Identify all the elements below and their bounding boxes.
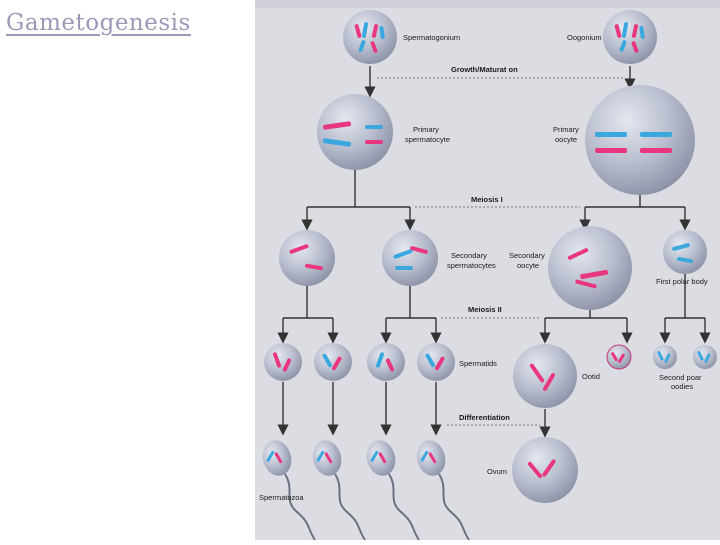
second-polar-body-cell-2 (693, 345, 717, 369)
gametogenesis-figure: Spermatogonium Oogonium Growth/Maturat o… (255, 0, 720, 541)
label-ovum: Ovum (487, 467, 507, 476)
second-polar-body-cell-1 (653, 345, 677, 369)
primary-oocyte-cell (585, 85, 695, 195)
label-spermatozoa: Spermatozoa (259, 493, 304, 502)
ovum-cell (512, 437, 578, 503)
spermatid-cell-3 (367, 343, 405, 381)
spermatozoon-3 (366, 440, 420, 541)
label-spermatids: Spermatids (459, 359, 497, 368)
spermatid-cell-4 (417, 343, 455, 381)
spermatogonium-cell (343, 10, 397, 64)
label-secondary-spermatocytes-2: spermatocytes (447, 261, 496, 270)
label-secondary-spermatocytes-1: Secondary (451, 251, 487, 260)
gametogenesis-diagram: Spermatogonium Oogonium Growth/Maturat o… (255, 0, 720, 541)
stage-growth: Growth/Maturat on (451, 65, 518, 74)
stage-meiosis-1: Meiosis I (471, 195, 503, 204)
spermatozoon-4 (416, 440, 470, 541)
stage-meiosis-2: Meiosis II (468, 305, 502, 314)
label-primary-oocyte-2: oocyte (555, 135, 577, 144)
stage-differentiation: Differentiation (459, 413, 510, 422)
label-second-polar-bodies-2: oodies (671, 382, 693, 391)
small-polar-body-cell (606, 344, 632, 370)
oogonium-cell (603, 10, 657, 64)
label-ootid: Ootid (582, 372, 600, 381)
label-primary-spermatocyte-2: spermatocyte (405, 135, 450, 144)
spermatozoon-1 (262, 440, 316, 541)
label-primary-spermatocyte-1: Primary (413, 125, 439, 134)
label-primary-oocyte-1: Primary (553, 125, 579, 134)
label-first-polar-body: First polar body (656, 277, 708, 286)
spermatid-cell-2 (314, 343, 352, 381)
secondary-spermatocyte-cell-1 (279, 230, 335, 286)
spermatozoon-2 (312, 440, 366, 541)
secondary-oocyte-cell (548, 226, 632, 310)
secondary-spermatocyte-cell-2 (382, 230, 438, 286)
first-polar-body-cell (663, 230, 707, 274)
label-secondary-oocyte-2: oocyte (517, 261, 539, 270)
slide-title: Gametogenesis (6, 10, 191, 36)
label-oogonium: Oogonium (567, 33, 602, 42)
label-secondary-oocyte-1: Secondary (509, 251, 545, 260)
ootid-cell (513, 344, 577, 408)
label-second-polar-bodies-1: Second poar (659, 373, 702, 382)
primary-spermatocyte-cell (317, 94, 393, 170)
spermatid-cell-1 (264, 343, 302, 381)
label-spermatogonium: Spermatogonium (403, 33, 460, 42)
